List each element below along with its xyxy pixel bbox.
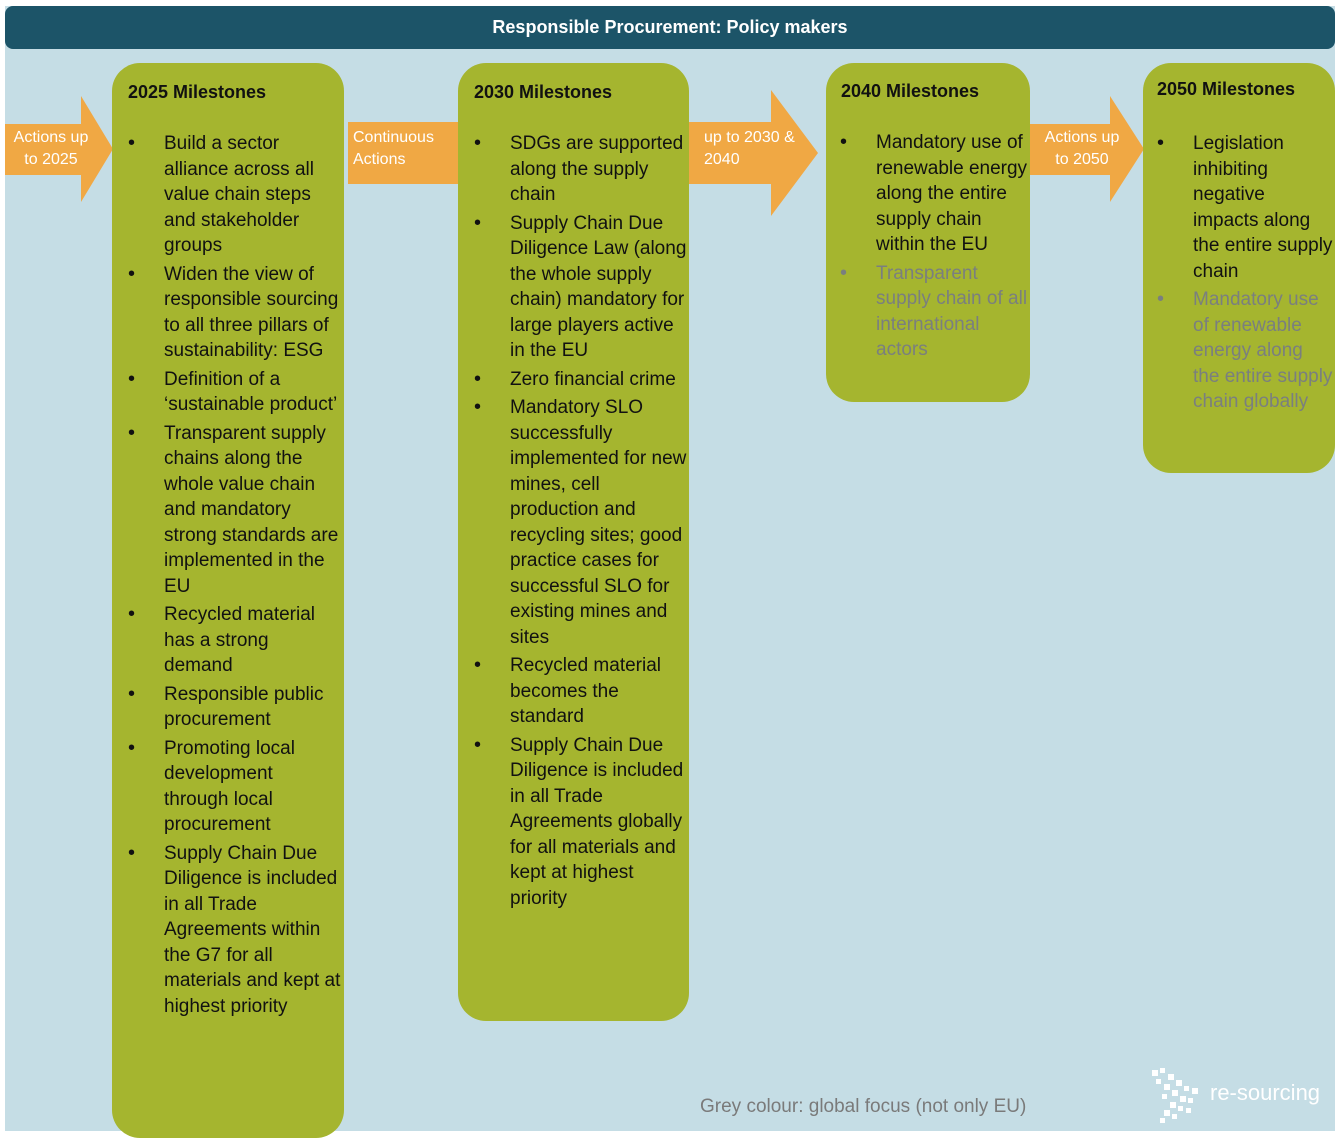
milestone-item: Build a sector alliance across all value…: [128, 131, 342, 259]
milestone-box-2050: 2050 Milestones Legislation inhibiting n…: [1143, 63, 1335, 473]
milestone-title-2025: 2025 Milestones: [128, 82, 267, 102]
milestone-item: Supply Chain Due Diligence is included i…: [474, 733, 687, 912]
milestone-title-2030: 2030 Milestones: [474, 82, 613, 102]
re-sourcing-logo: re-sourcing: [1148, 1066, 1333, 1126]
milestone-item: Recycled material has a strong demand: [128, 602, 342, 679]
logo-text: re-sourcing: [1210, 1080, 1321, 1105]
milestone-list-2050: Legislation inhibiting negative impacts …: [1157, 131, 1333, 418]
milestone-item-global: Transparent supply chain of all internat…: [840, 261, 1030, 363]
arrow-label-2030-2040: up to 2030 & 2040: [704, 129, 795, 168]
milestone-item: Responsible public procurement: [128, 682, 342, 733]
milestone-item: Definition of a ‘sustainable product’: [128, 367, 342, 418]
re-sourcing-logo-icon: [1148, 1066, 1204, 1131]
milestone-item: Transparent supply chains along the whol…: [128, 421, 342, 600]
arrow-actions-2025: [5, 96, 113, 202]
milestone-box-2030: 2030 Milestones SDGs are supported along…: [458, 63, 689, 1021]
milestone-item: Mandatory SLO successfully implemented f…: [474, 395, 687, 650]
milestone-item: Mandatory use of renewable energy along …: [840, 130, 1030, 258]
milestone-item: Legislation inhibiting negative impacts …: [1157, 131, 1333, 284]
milestone-item: Zero financial crime: [474, 367, 687, 393]
milestone-item: Supply Chain Due Diligence is included i…: [128, 841, 342, 1020]
page-title: Responsible Procurement: Policy makers: [5, 6, 1335, 49]
milestone-item: Supply Chain Due Diligence Law (along th…: [474, 211, 687, 364]
milestone-item: Widen the view of responsible sourcing t…: [128, 262, 342, 364]
arrow-label-actions-2025: Actions up to 2025: [13, 129, 89, 168]
milestone-item: SDGs are supported along the supply chai…: [474, 131, 687, 208]
arrow-continuous: [348, 122, 460, 184]
milestone-list-2025: Build a sector alliance across all value…: [128, 131, 342, 1022]
arrow-2030-2040: [688, 90, 818, 216]
milestone-item-global: Mandatory use of renewable energy along …: [1157, 287, 1333, 415]
arrow-label-continuous: Continuous Actions: [353, 129, 434, 168]
milestone-title-2040: 2040 Milestones: [841, 81, 980, 101]
legend-note: Grey colour: global focus (not only EU): [700, 1096, 1027, 1117]
arrow-label-actions-2050: Actions up to 2050: [1044, 129, 1120, 168]
milestone-item: Recycled material becomes the standard: [474, 653, 687, 730]
milestone-item: Promoting local development through loca…: [128, 736, 342, 838]
page-title-text: Responsible Procurement: Policy makers: [492, 17, 848, 37]
milestone-title-2050: 2050 Milestones: [1157, 79, 1296, 99]
milestone-list-2040: Mandatory use of renewable energy along …: [840, 130, 1030, 366]
milestone-box-2025: 2025 Milestones Build a sector alliance …: [112, 63, 344, 1138]
milestone-box-2040: 2040 Milestones Mandatory use of renewab…: [826, 63, 1030, 402]
milestone-list-2030: SDGs are supported along the supply chai…: [474, 131, 687, 914]
arrow-actions-2050: [1030, 96, 1144, 202]
